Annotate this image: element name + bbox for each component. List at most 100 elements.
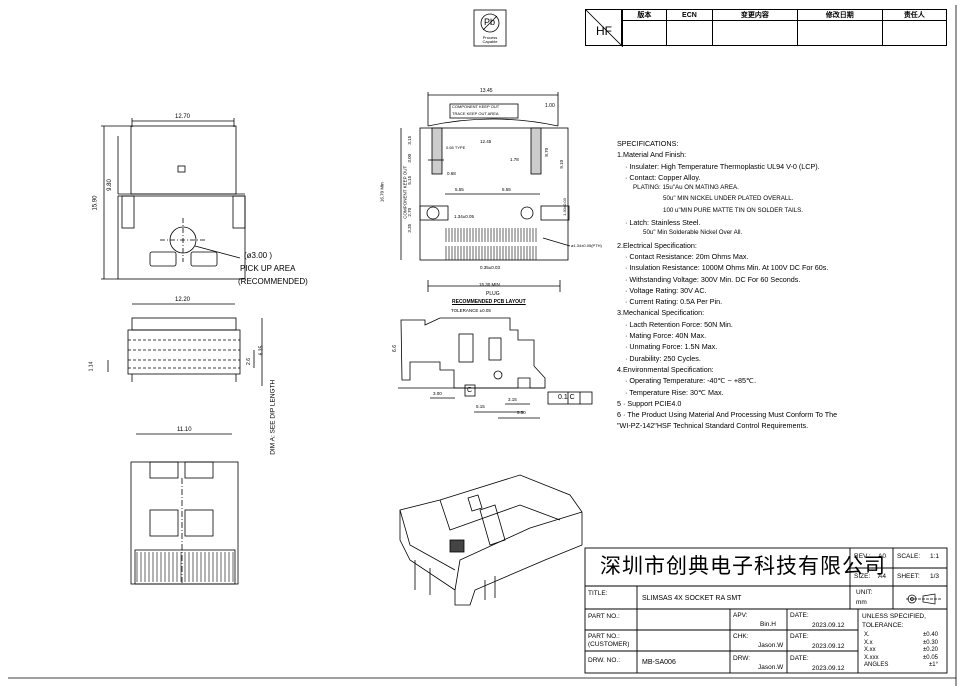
rev-header-version: 版本	[622, 9, 667, 21]
front-height-total-dim: 15.90	[92, 195, 99, 211]
pickup-label: PICK UP AREA	[240, 264, 296, 273]
tolerance-value: ±0.40	[923, 632, 938, 638]
tolerance-row: X.xx±0.20	[864, 647, 944, 655]
spec-line: · Operating Temperature: -40℃ ~ +85℃.	[625, 376, 757, 386]
drw-no-label: DRW. NO.:	[588, 657, 621, 664]
bottom-view	[130, 433, 239, 585]
spec-line: · Temperature Rise: 30℃ Max.	[625, 387, 724, 397]
rev-header-ecn: ECN	[665, 9, 714, 21]
rev-header-date: 修改日期	[796, 9, 883, 21]
date-value-3: 2023.09.12	[812, 665, 845, 672]
section-datum-c: C	[467, 387, 473, 394]
spec-line: · Lacth Retention Force: 50N Min.	[625, 319, 733, 329]
rev-value: A0	[878, 553, 886, 560]
tolerance-value: ±0.05	[923, 654, 938, 661]
tolerance-label: TOLERANCE:	[862, 622, 904, 629]
spec-line: · Durability: 250 Cycles.	[625, 353, 701, 363]
rev-label: REV.:	[854, 553, 871, 560]
apv-value: Bin.H	[760, 621, 776, 628]
pickup-note: (RECOMMENDED)	[238, 277, 308, 286]
rev-header-change: 变更内容	[712, 9, 798, 21]
pcb-dim-0-35: 0.35±0.03	[480, 265, 500, 270]
pcb-dim-15-30: 15.30 MIN	[479, 282, 500, 287]
spec-line: 3.Mechanical Specification:	[617, 308, 705, 318]
flatness-callout: 0.1 C	[558, 394, 575, 401]
pcb-dim-3-00: 3.00	[407, 153, 413, 163]
drw-label: DRW:	[733, 655, 751, 662]
apv-label: APV:	[733, 612, 748, 619]
pcb-dim-pth: ø1.34±0.05(PTH)	[571, 243, 602, 248]
revision-table: 版本 ECN 变更内容 修改日期 责任人	[622, 9, 948, 46]
pickup-diameter: (ø3.00 )	[244, 251, 273, 260]
pcb-dim-1-34: 1.34±0.05	[454, 214, 474, 219]
sheet-label: SHEET:	[897, 573, 920, 580]
pcb-tolerance: TOLERANCE ±0.05	[451, 308, 491, 313]
pcb-dim-16-70: 16.70 Min	[379, 182, 385, 203]
part-no-customer-sub: (CUSTOMER)	[588, 641, 630, 648]
side-h1-dim: 6.35	[258, 345, 265, 356]
side-h3-dim: 2.6	[245, 358, 252, 365]
spec-line: 6 · The Product Using Material And Proce…	[617, 410, 838, 420]
spec-line: 2.Electrical Specification:	[617, 240, 697, 250]
tolerance-value: ±1°	[928, 662, 938, 669]
unless-specified: UNLESS SPECIFIED,	[862, 613, 926, 620]
dim-a-note: DIM A: SEE DIP LENGTH	[269, 379, 277, 455]
date-value-2: 2023.09.12	[812, 643, 845, 650]
section-view	[398, 317, 593, 419]
spec-line: PLATING: 15u"Au ON MATING AREA.	[633, 184, 739, 192]
pcb-dim-1-78: 1.78	[510, 157, 519, 162]
tolerance-key: X.	[864, 632, 870, 638]
pcb-top-width: 13.45	[480, 88, 493, 94]
pcb-component-keepout: COMPONENT KEEP OUT	[402, 165, 408, 219]
pcb-keepout-1: COMPONENT KEEP OUT	[452, 104, 500, 109]
tolerance-key: X.x	[864, 639, 873, 646]
date-value-1: 2023.09.12	[812, 622, 845, 629]
spec-line: · Voltage Rating: 30V AC.	[625, 285, 707, 295]
pcb-dim-1-30: 1.30±0.03	[561, 198, 567, 216]
tolerance-row: X.x±0.30	[864, 640, 944, 648]
section-dim-6-6: 6.6	[391, 345, 398, 352]
size-label: SIZE:	[854, 573, 871, 580]
scale-value: 1:1	[930, 553, 940, 560]
size-value: A4	[878, 573, 886, 580]
pcb-dim-2-70: 2.70	[407, 207, 413, 217]
date-label-3: DATE:	[790, 655, 809, 662]
pb-caption: Process Capable	[482, 35, 498, 44]
spec-line: 50u" Min Solderable Nickel Over All.	[643, 229, 743, 237]
tolerance-key: ANGLES	[864, 662, 889, 669]
spec-lines: SPECIFICATIONS:1.Material And Finish:· I…	[617, 140, 837, 434]
pb-symbol: Pb	[484, 17, 496, 27]
spec-line: 1.Material And Finish:	[617, 150, 687, 160]
spec-line: · Insulater: High Temperature Thermoplas…	[625, 161, 820, 171]
hf-label: HF	[596, 24, 612, 38]
spec-line: · Latch: Stainless Steel.	[625, 218, 701, 228]
date-label-2: DATE:	[790, 633, 809, 640]
spec-line: · Withstanding Voltage: 300V Min. DC For…	[625, 274, 801, 284]
spec-line: SPECIFICATIONS:	[617, 139, 679, 148]
rev-header-owner: 责任人	[881, 9, 948, 21]
tolerance-row: X.xxx±0.05	[864, 655, 944, 663]
pcb-dim-12-45: 12.45	[480, 139, 492, 144]
title-label: TITLE:	[588, 590, 608, 597]
bottom-view-pins	[136, 552, 234, 582]
spec-line: 100 u"MIN PURE MATTE TIN ON SOLDER TAILS…	[663, 206, 803, 214]
pcb-dim-0-68: 0.68	[447, 171, 456, 176]
drw-no-value: MB-SA006	[642, 659, 676, 666]
spec-line: 5 · Support PCIE4.0	[617, 398, 682, 408]
unit-label: UNIT:	[856, 589, 873, 596]
company-name: 深圳市创典电子科技有限公司	[600, 554, 886, 578]
spec-line: 50u" MIN NICKEL UNDER PLATED OVERALL.	[663, 195, 794, 203]
part-no-label: PART NO.:	[588, 613, 620, 620]
spec-line: · Insulation Resistance: 1000M Ohms Min.…	[625, 263, 829, 273]
pcb-dim-5-55-right: 5.55	[502, 187, 511, 192]
iso-view	[399, 474, 583, 606]
pcb-plug-label: PLUG	[486, 291, 500, 297]
drw-value: Jason.W	[758, 664, 784, 671]
spec-line: · Contact: Copper Alloy.	[625, 172, 701, 182]
pcb-dim-9-10: 9.10	[559, 159, 565, 169]
specifications-block: SPECIFICATIONS:1.Material And Finish:· I…	[617, 140, 837, 434]
section-dim-5-50: 5.50	[517, 410, 526, 415]
pcb-keepout-2: TRACE KEEP OUT AREA	[452, 111, 499, 116]
